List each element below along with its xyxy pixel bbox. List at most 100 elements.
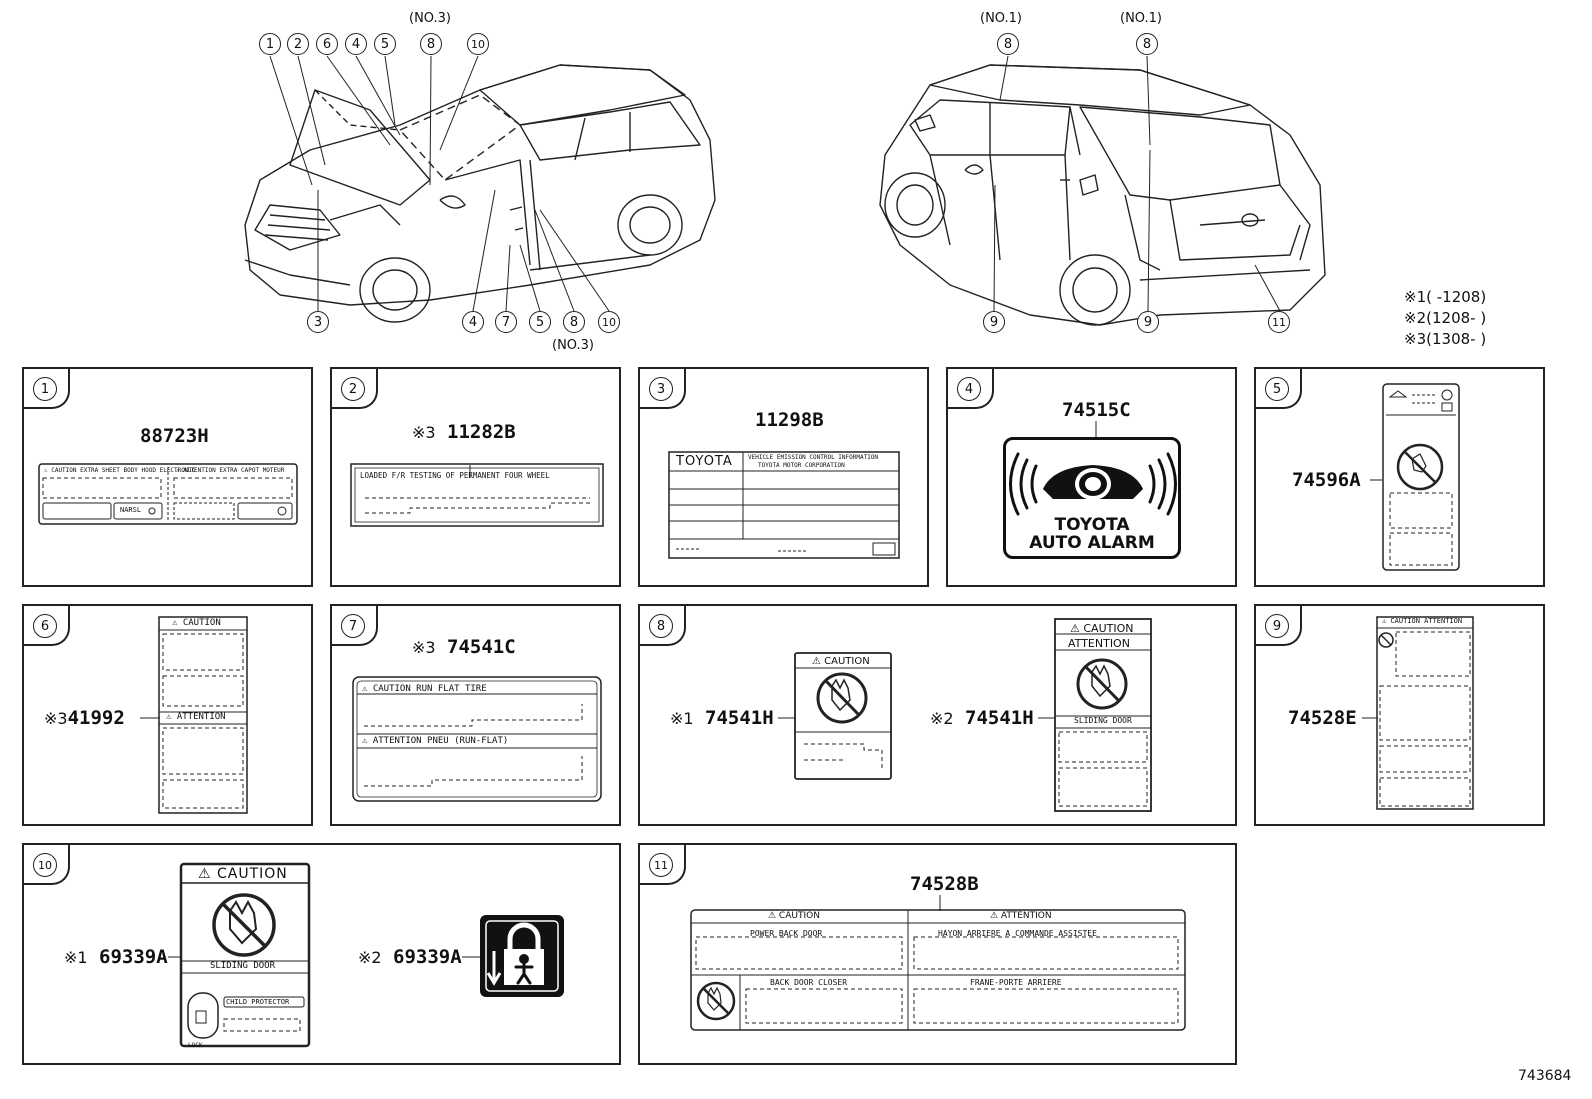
panel-num-10: 10	[33, 853, 57, 877]
auto-alarm-line1: TOYOTA	[1054, 515, 1130, 535]
label-11298B-brand: TOYOTA	[676, 454, 733, 469]
label-74528B-attention: ⚠ ATTENTION	[990, 911, 1052, 921]
label-74528B-cell2: HAYON ARRIERE A COMMANDE ASSISTEE	[938, 929, 1097, 938]
panel-10: 10 ※1 69339A ⚠ CAUTION SLIDING DOOR CHIL…	[22, 843, 621, 1065]
callout-2: 2	[287, 33, 309, 55]
label-41992-caution: ⚠ CAUTION	[172, 618, 221, 628]
part-number-74515C: 74515C	[1062, 399, 1131, 421]
leader-74541H-b	[1038, 717, 1054, 719]
callout-6: 6	[316, 33, 338, 55]
callout-8-bottom: 8	[563, 311, 585, 333]
front-van-drawing	[244, 64, 716, 323]
label-74528B-cell4: FRANE-PORTE ARRIERE	[970, 978, 1062, 987]
callout-10-bottom: 10	[598, 311, 620, 333]
callout-5: 5	[374, 33, 396, 55]
panel-8: 8 ※1 74541H ⚠ CAUTION ※2 74541H ⚠	[638, 604, 1237, 826]
part-number-74541H-b: ※2 74541H	[930, 707, 1034, 729]
panel-num-5: 5	[1265, 377, 1289, 401]
leader-74541H-a	[778, 717, 795, 719]
front-top-no3: (NO.3)	[409, 11, 451, 26]
leader-69339A-b	[462, 956, 480, 958]
leader-74528E	[1362, 717, 1378, 719]
label-11298B-line1: VEHICLE EMISSION CONTROL INFORMATION	[748, 454, 879, 461]
panel-2: 2 ※3 11282B LOADED F/R TESTING OF PERMAN…	[330, 367, 621, 587]
part-number-74596A: 74596A	[1292, 469, 1361, 491]
part-number-69339A-a: ※1 69339A	[64, 946, 168, 968]
alarm-car-icon	[1009, 452, 1177, 516]
label-41992	[158, 616, 248, 814]
label-74541H-b-attention: ATTENTION	[1068, 637, 1130, 650]
child-lock-sticker	[480, 915, 564, 997]
panel-num-9: 9	[1265, 614, 1289, 638]
panel-4: 4 74515C TOYOTA AUTO ALARM	[946, 367, 1237, 587]
rear-callout-8-left: 8	[997, 33, 1019, 55]
callout-4: 4	[345, 33, 367, 55]
auto-alarm-sticker: TOYOTA AUTO ALARM	[1003, 437, 1181, 559]
label-69339A-a-lock: LOCK	[188, 1042, 203, 1049]
callout-1: 1	[259, 33, 281, 55]
label-11298B-line2: TOYOTA MOTOR CORPORATION	[758, 462, 845, 469]
panel-11: 11 74528B ⚠ CAUTION ⚠ ATTENTION POWER BA…	[638, 843, 1237, 1065]
label-69339A-a-caution: ⚠ CAUTION	[198, 866, 288, 882]
part-number-74528B: 74528B	[910, 873, 979, 895]
panel-9: 9 74528E ⚠ CAUTION ATTENTION	[1254, 604, 1545, 826]
leader-74515C	[1095, 421, 1097, 439]
leader-74596A	[1370, 479, 1382, 481]
vehicle-illustration-area: (NO.3) 1 2 6 4 5 8 10	[0, 0, 1592, 360]
panel-num-6: 6	[33, 614, 57, 638]
rear-van-drawing	[879, 64, 1326, 326]
leader-74528B	[939, 895, 941, 911]
part-number-74528E: 74528E	[1288, 707, 1357, 729]
rear-callout-8-right: 8	[1136, 33, 1158, 55]
label-69339A-a-child: CHILD PROTECTOR	[226, 998, 290, 1006]
label-74541H-b-sub: SLIDING DOOR	[1074, 716, 1132, 725]
label-74528E	[1376, 616, 1474, 810]
label-74541H-a-caution: ⚠ CAUTION	[812, 656, 870, 667]
panel-num-8: 8	[649, 614, 673, 638]
label-41992-attention: ⚠ ATTENTION	[166, 712, 226, 722]
panel-num-2: 2	[341, 377, 365, 401]
front-top-leader-lines	[269, 55, 1281, 312]
label-74541H-b	[1054, 618, 1152, 812]
label-74528E-caution: ⚠ CAUTION ATTENTION	[1382, 617, 1463, 625]
label-11298B	[668, 451, 900, 559]
label-74528B	[690, 909, 1186, 1031]
panel-num-1: 1	[33, 377, 57, 401]
callout-10: 10	[467, 33, 489, 55]
part-number-11298B: 11298B	[755, 409, 824, 431]
rear-callout-9-right: 9	[1137, 311, 1159, 333]
label-74541C-caution: ⚠ CAUTION RUN FLAT TIRE	[362, 684, 487, 694]
label-88723H-line2: ⚠ ATTENTION EXTRA CAPOT MOTEUR	[176, 467, 285, 474]
part-number-74541H-a: ※1 74541H	[670, 707, 774, 729]
panel-7: 7 ※3 74541C ⚠ CAUTION RUN FLAT TIRE ⚠ AT…	[330, 604, 621, 826]
label-69339A-a-sub: SLIDING DOOR	[210, 961, 276, 971]
part-number-74541C: ※3 74541C	[412, 636, 516, 658]
rear-top-right-no1: (NO.1)	[1120, 11, 1162, 26]
label-74528B-cell3: BACK DOOR CLOSER	[770, 978, 848, 987]
child-lock-icon	[485, 920, 559, 992]
label-69339A-a	[179, 862, 311, 1048]
panel-1: 1 88723H ⚠ CAUTION EXTRA SHEET BODY HOOD…	[22, 367, 313, 587]
rear-top-left-no1: (NO.1)	[980, 11, 1022, 26]
part-number-88723H: 88723H	[140, 425, 209, 447]
panel-3: 3 11298B TOYOTA VEHICLE EMISSION CONTROL…	[638, 367, 929, 587]
callout-3: 3	[307, 311, 329, 333]
part-number-41992: ※341992	[44, 707, 125, 729]
label-74541C-attention: ⚠ ATTENTION PNEU (RUN-FLAT)	[362, 736, 509, 746]
part-number-11282B: ※3 11282B	[412, 421, 516, 443]
callout-7: 7	[495, 311, 517, 333]
label-88723H-sub: NARSL	[120, 506, 142, 514]
front-bottom-no3: (NO.3)	[552, 338, 594, 353]
callout-4-bottom: 4	[462, 311, 484, 333]
panel-num-4: 4	[957, 377, 981, 401]
leader-69339A-a	[168, 956, 182, 958]
panel-5: 5 74596A	[1254, 367, 1545, 587]
rear-callout-11: 11	[1268, 311, 1290, 333]
panel-num-7: 7	[341, 614, 365, 638]
label-88723H	[38, 463, 298, 525]
label-74541H-a	[794, 652, 892, 780]
leader-41992	[140, 717, 160, 719]
auto-alarm-line2: AUTO ALARM	[1029, 533, 1155, 553]
label-74528B-cell1: POWER BACK DOOR	[750, 929, 823, 938]
panel-num-11: 11	[649, 853, 673, 877]
